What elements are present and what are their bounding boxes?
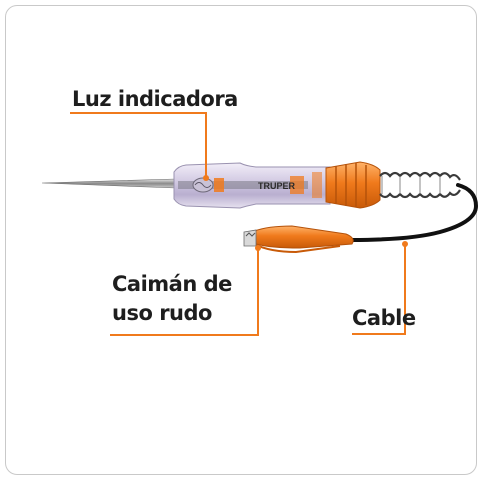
orange-cap [325, 161, 381, 209]
callout-indicator [70, 112, 207, 176]
label-clamp-line2: uso rudo [112, 301, 212, 325]
label-clamp-line1: Caimán de [112, 272, 232, 296]
callout-clamp [110, 248, 259, 336]
label-indicator-light: Luz indicadora [72, 87, 238, 111]
strain-relief-spring [379, 171, 461, 199]
cable [350, 183, 479, 242]
callout-cable [352, 244, 406, 335]
probe-needle [41, 178, 177, 189]
brand-logo: TRUPER [258, 181, 296, 191]
alligator-clip [243, 225, 354, 254]
callout-lines [70, 112, 408, 336]
label-cable: Cable [352, 306, 416, 330]
